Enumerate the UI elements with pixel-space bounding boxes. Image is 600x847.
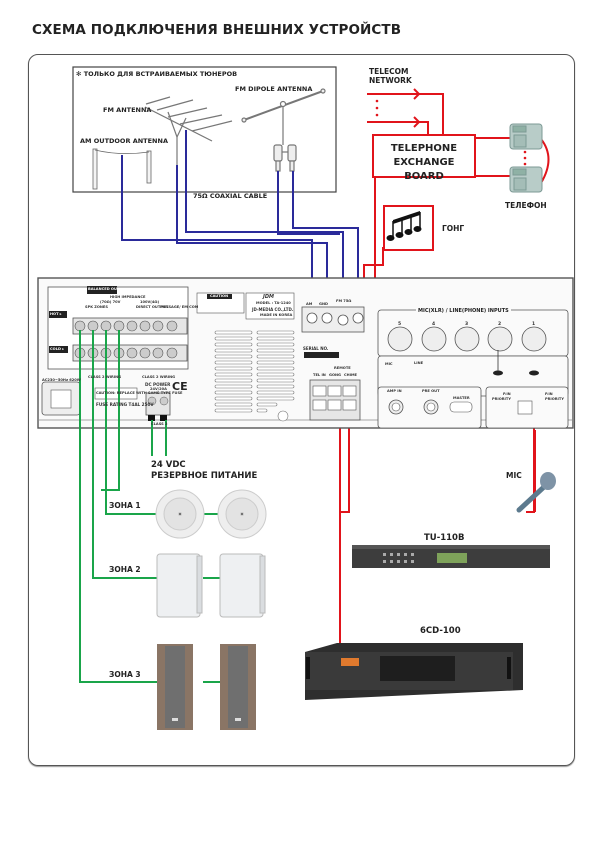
column-speaker-2 <box>220 644 256 730</box>
coaxial-cable-label: 75Ω COAXIAL CABLE <box>193 192 268 200</box>
spk-zones-label: SPK ZONES <box>85 305 108 309</box>
telephone-label: ТЕЛЕФОН <box>505 201 547 210</box>
wall-speaker-1 <box>156 553 203 618</box>
priority-label-right: PRIORITY <box>545 397 564 401</box>
telecom-network-line1: TELECOM <box>369 67 409 76</box>
telephone-exchange-board: TELEPHONE EXCHANGE BOARD <box>372 134 476 182</box>
70v-label: (70Ω) 70V <box>100 300 121 304</box>
input-number-3: 3 <box>465 322 469 327</box>
mic-switch-label: MIC <box>385 362 393 366</box>
fm-antenna-label: FM ANTENNA <box>103 106 152 114</box>
wall-speaker-2 <box>219 553 266 618</box>
telecom-network-wires <box>367 88 444 135</box>
exchange-board-line1: TELEPHONE <box>390 143 458 154</box>
class2-label: CLASS 2 <box>151 422 168 426</box>
am-terminal-label: AM <box>306 302 313 306</box>
am-outdoor-antenna-label: AM OUTDOOR ANTENNA <box>80 137 168 145</box>
made-in-label: MADE IN KOREA <box>260 313 293 317</box>
ceiling-speaker-2 <box>217 489 267 539</box>
telephone-1 <box>509 123 543 150</box>
microphone-drawing <box>516 472 556 513</box>
cd-changer-device <box>305 643 523 700</box>
amp-in-label: AMP IN <box>387 389 402 393</box>
telephone-2 <box>509 166 543 193</box>
mic-label: MIC <box>506 471 522 480</box>
gong-box <box>383 205 434 251</box>
direct-output-label: DIRECT OUTPUT <box>136 305 169 309</box>
ceiling-speaker-1 <box>155 489 205 539</box>
gnd-terminal-label: GND <box>319 302 328 306</box>
phone-ellipsis-dots <box>523 150 527 166</box>
exchange-board-line2: EXCHANGE BOARD <box>393 157 455 182</box>
page-title: СХЕМА ПОДКЛЮЧЕНИЯ ВНЕШНИХ УСТРОЙСТВ <box>32 22 402 38</box>
serial-no-label: SERIAL NO. <box>303 346 329 351</box>
amplifier-rear-panel <box>37 277 574 429</box>
cd-changer-label: 6CD-100 <box>420 626 461 636</box>
antenna-wires <box>121 130 359 312</box>
remote-terminal-chime: CHIME <box>344 373 358 377</box>
column-speaker-1 <box>157 644 193 730</box>
dc-power-label: DC POWER <box>145 382 171 387</box>
gong-label: ГОНГ <box>442 224 465 233</box>
telecom-network-label: TELECOM NETWORK <box>369 67 412 85</box>
telecom-network-line2: NETWORK <box>369 76 412 85</box>
remote-label: REMOTE <box>334 366 351 370</box>
input-number-5: 5 <box>398 322 402 327</box>
hot-label: HOT ▸ <box>50 312 62 316</box>
fm-75-terminal-label: FM 75Ω <box>336 299 352 303</box>
input-number-4: 4 <box>432 322 436 327</box>
speaker-wires <box>79 330 220 683</box>
backup-power-text: РЕЗЕРВНОЕ ПИТАНИЕ <box>151 471 258 481</box>
tuner-device <box>352 545 550 568</box>
remote-terminal-tel-in: TEL IN <box>313 373 326 377</box>
diagram-frame <box>28 54 575 766</box>
tuner-label: TU-110B <box>424 533 465 543</box>
fuse-rating-label: FUSE RATING T4AL 250V <box>96 402 154 407</box>
backup-power-voltage: 24 VDC <box>151 460 186 470</box>
class2-wiring-right: CLASS 2 WIRING <box>142 375 176 379</box>
mic-line-inputs-label: MIC(XLR) / LINE(PHONE) INPUTS <box>416 308 511 314</box>
fm-dipole-drawing <box>241 88 326 172</box>
am-antenna-drawing <box>92 148 152 190</box>
input-number-2: 2 <box>498 322 502 327</box>
class2-wiring-left: CLASS 2 WIRING <box>88 375 122 379</box>
master-label: MASTER <box>453 396 470 400</box>
remote-terminal-gong: GONG <box>329 373 341 377</box>
caution-label: CAUTION <box>210 294 229 298</box>
pre-out-label: PRE OUT <box>422 389 440 393</box>
backup-power-label: 24 VDC РЕЗЕРВНОЕ ПИТАНИЕ <box>151 460 257 482</box>
music-notes-icon <box>386 211 422 241</box>
p-in-label-left: P.IN <box>503 392 511 396</box>
built-in-tuner-note: ✻ ТОЛЬКО ДЛЯ ВСТРАИВАЕМЫХ ТЮНЕРОВ <box>76 70 238 78</box>
ce-mark: CE <box>172 380 188 393</box>
zone-2-label: ЗОНА 2 <box>109 565 141 574</box>
zone-1-label: ЗОНА 1 <box>109 501 141 510</box>
fm-dipole-antenna-label: FM DIPOLE ANTENNA <box>235 85 313 93</box>
100v-label: 100V(4Ω) <box>140 300 160 304</box>
p-in-label-right: P.IN <box>545 392 553 396</box>
zone-3-label: ЗОНА 3 <box>109 670 141 679</box>
line-switch-label: LINE <box>414 361 424 365</box>
fuse-caution-label: CAUTION: REPLACE WITH SAME TYPE FUSE <box>96 391 183 395</box>
priority-label-left: PRIORITY <box>492 397 511 401</box>
maker-label: JD-MEDIA CO.,LTD. <box>252 307 294 312</box>
balanced-output-label: BALANCED OUTPUT <box>88 287 128 291</box>
message-em-com-label: MESSAGE/ EM COM <box>160 305 199 309</box>
dc-power-rating: 24V/20A <box>150 387 167 391</box>
input-number-1: 1 <box>532 322 536 327</box>
cold-label: COLD ▸ <box>50 347 65 351</box>
ac-input-label: AC230~50Hz 620W <box>42 378 81 382</box>
telecom-ellipsis-dots <box>375 99 379 117</box>
model-label: MODEL : TA-1240 <box>256 301 291 305</box>
phone-wires <box>474 137 550 184</box>
fm-antenna-drawing <box>144 96 233 165</box>
brand-logo: JDM <box>263 294 274 300</box>
high-impedance-label: HIGH IMPEDANCE <box>110 295 146 299</box>
